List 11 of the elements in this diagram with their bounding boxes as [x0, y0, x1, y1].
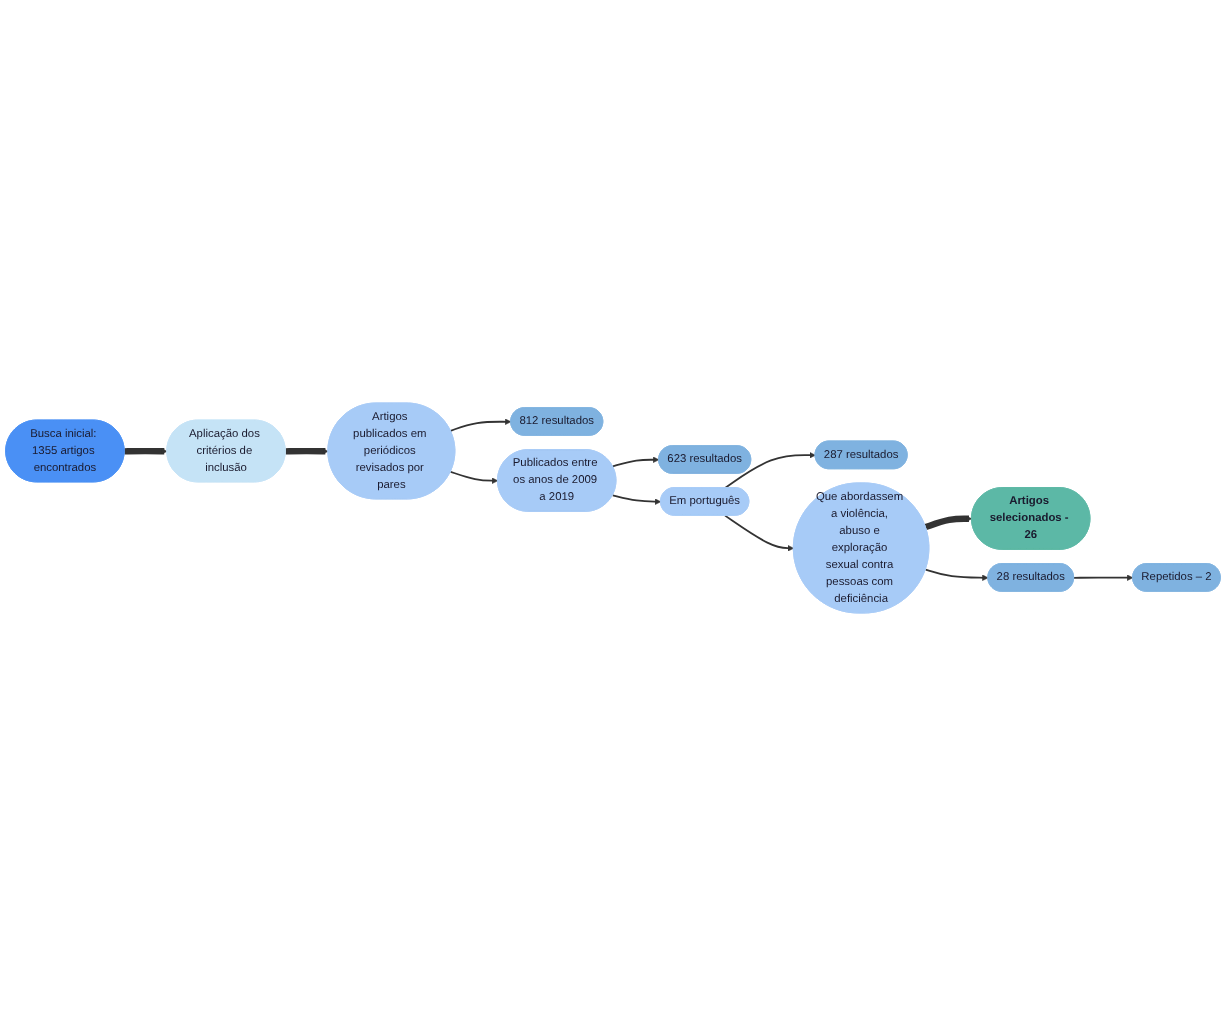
arrow	[724, 514, 794, 552]
arrow	[285, 447, 329, 455]
arrow	[124, 447, 168, 455]
arrow	[1073, 574, 1134, 581]
arrow	[449, 470, 499, 484]
arrow	[924, 568, 989, 581]
arrow	[924, 515, 973, 531]
arrow	[724, 452, 816, 489]
arrow	[611, 456, 660, 468]
arrow	[449, 418, 512, 432]
arrow	[611, 494, 662, 505]
